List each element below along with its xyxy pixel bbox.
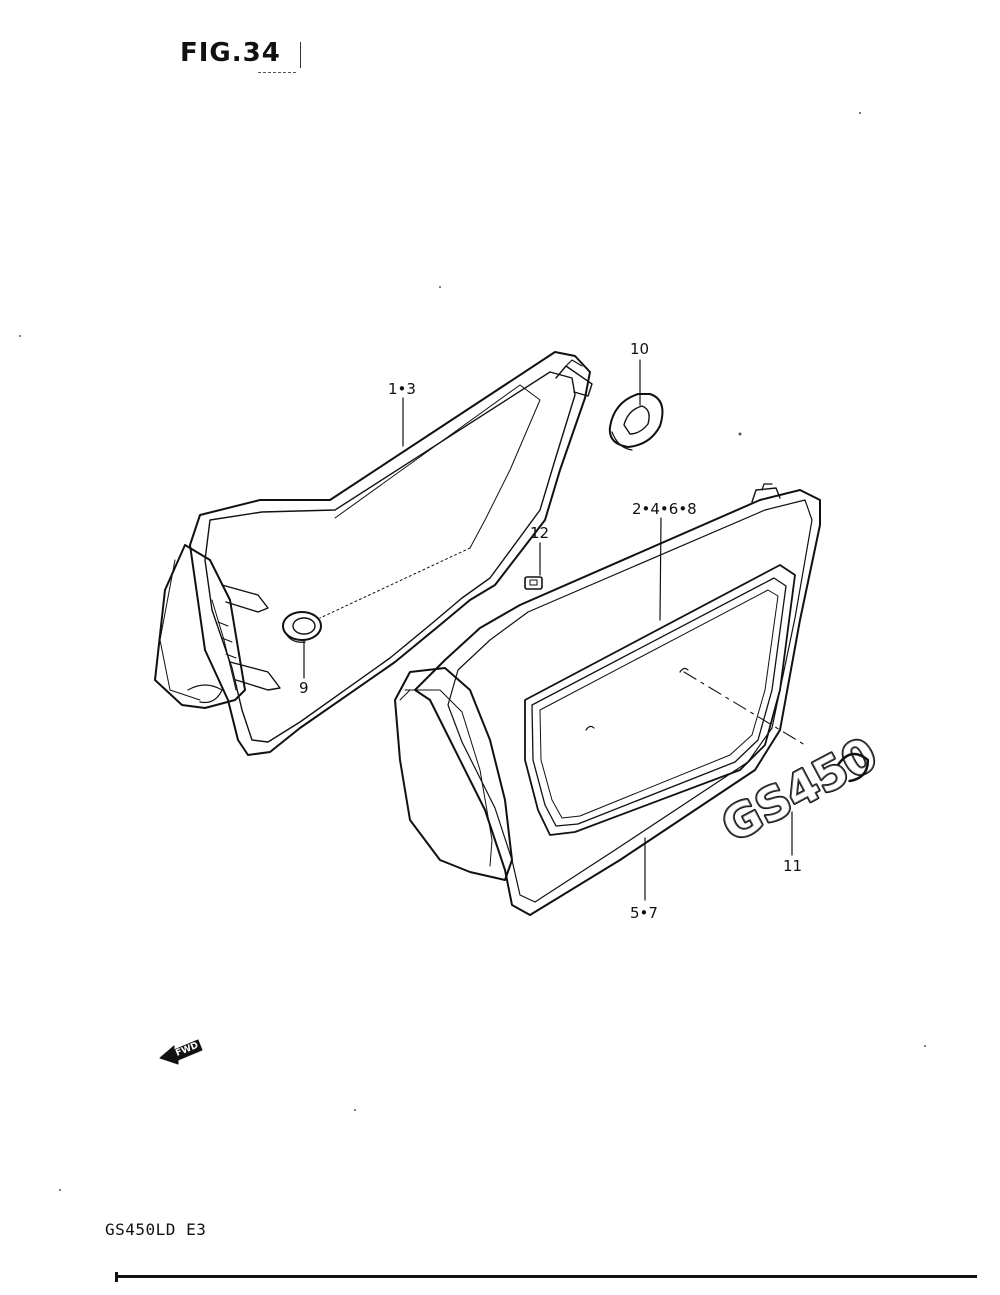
- left-side-cover: [154, 351, 593, 756]
- callout-leaders: [303, 359, 793, 901]
- title-underline: [258, 72, 296, 74]
- right-side-cover: [394, 483, 821, 916]
- emblem-text-inner: GS450: [713, 727, 886, 853]
- gs450-emblem: GS450 GS450: [711, 725, 887, 854]
- figure-title: FIG.34: [180, 38, 281, 68]
- model-code: GS450LD E3: [105, 1220, 207, 1239]
- grommet-10: [608, 393, 664, 451]
- callout-5-7: 5•7: [630, 904, 658, 922]
- callout-11: 11: [783, 857, 803, 875]
- callout-10: 10: [630, 340, 650, 358]
- callout-2-4-6-8: 2•4•6•8: [632, 500, 697, 518]
- emblem-leader-line: [683, 671, 806, 746]
- fwd-arrow-icon: FWD: [159, 1039, 203, 1065]
- scan-noise: [19, 112, 926, 1191]
- grommet-9: [282, 611, 322, 643]
- callout-12: 12: [530, 524, 550, 542]
- callout-1-3: 1•3: [388, 380, 416, 398]
- clip-12: [524, 576, 543, 590]
- callout-9: 9: [299, 679, 309, 697]
- footer-rule: [115, 1275, 977, 1278]
- title-divider: [300, 42, 301, 68]
